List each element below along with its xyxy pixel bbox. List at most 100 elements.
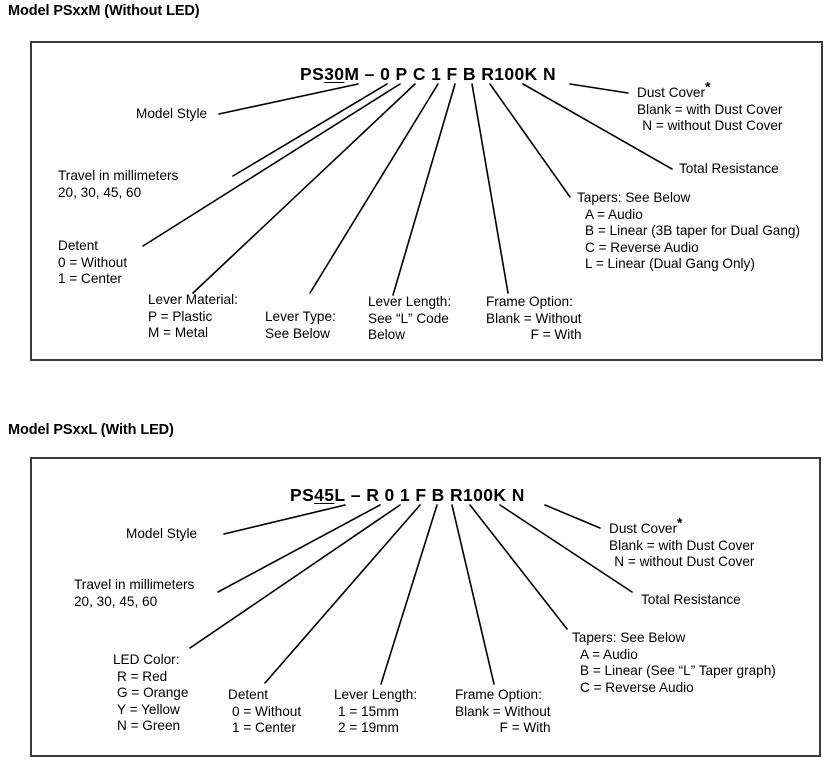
callout-tapers-1: Tapers: See Below A = Audio B = Linear (… [577, 190, 800, 273]
callout-dust-cover-1-title: Dust Cover* [637, 79, 782, 102]
diagram-1-title: Model PSxxM (Without LED) [8, 3, 200, 19]
diagram-2-title: Model PSxxL (With LED) [8, 422, 174, 438]
pn2-field-5: R100K [449, 485, 507, 505]
callout-lever-material-1-label: Lever Material: [148, 292, 238, 307]
pn1-field-7: N [542, 64, 557, 84]
pn1-field-1: P [395, 64, 408, 84]
callout-total-resistance-2: Total Resistance [641, 592, 741, 609]
callout-detent-2-opt1: 0 = Without [232, 703, 302, 719]
callout-detent-1-opt1: 0 = Without [58, 254, 128, 270]
callout-frame-option-1-label: Frame Option: [486, 294, 573, 309]
callout-frame-option-2-opt1: Blank = Without [455, 703, 551, 719]
callout-dust-cover-2-opt2: N = without Dust Cover [614, 554, 755, 569]
callout-frame-option-2-opt2: F = With [499, 720, 551, 735]
callout-dust-cover-1-opt1: Blank = with Dust Cover [637, 101, 783, 117]
callout-frame-option-2-label: Frame Option: [455, 687, 542, 702]
callout-detent-2-opt2: 1 = Center [232, 720, 296, 735]
callout-tapers-1-label: Tapers: See Below [577, 190, 691, 205]
pn1-field-2: C [412, 64, 426, 84]
pn1-suffix: M [344, 64, 360, 84]
pn1-prefix: PS [300, 64, 325, 84]
callout-dust-cover-2-label: Dust Cover [609, 521, 677, 536]
callout-dust-cover-2-opt1: Blank = with Dust Cover [609, 537, 755, 553]
pn1-dash: – [364, 64, 375, 84]
pn1-field-3: 1 [431, 64, 442, 84]
callout-led-color-2-label: LED Color: [113, 652, 180, 667]
diagram-2-part-number: PS45L – R 0 1 F B R100K N [290, 485, 525, 506]
pn1-field-4: F [446, 64, 458, 84]
callout-detent-2-label: Detent [228, 687, 269, 702]
callout-led-color-2-opt2: G = Orange [117, 685, 189, 700]
callout-lever-length-2-label: Lever Length: [334, 687, 418, 702]
callout-frame-option-1-opt2: F = With [530, 327, 582, 342]
callout-led-color-2-opt4: N = Green [117, 718, 181, 733]
footnote-asterisk-icon: * [705, 78, 711, 95]
callout-lever-length-1-label: Lever Length: [368, 294, 452, 309]
callout-led-color-2-opt1: R = Red [117, 668, 168, 684]
callout-tapers-1-opt4: L = Linear (Dual Gang Only) [585, 256, 755, 271]
callout-travel-2-label: Travel in millimeters [74, 577, 195, 592]
pn2-dash: – [350, 485, 361, 505]
footnote-asterisk-icon-2: * [677, 514, 683, 531]
callout-dust-cover-1-label: Dust Cover [637, 85, 705, 100]
callout-tapers-2-opt3: C = Reverse Audio [580, 679, 694, 695]
pn1-travel: 30 [324, 64, 345, 84]
callout-dust-cover-2-title: Dust Cover* [609, 515, 754, 538]
callout-tapers-2-label: Tapers: See Below [572, 630, 686, 645]
callout-tapers-1-opt1: A = Audio [585, 206, 643, 222]
diagram-1-part-number: PS30M – 0 P C 1 F B R100K N [300, 64, 556, 85]
pn2-field-6: N [511, 485, 525, 505]
callout-tapers-2-opt1: A = Audio [580, 646, 638, 662]
callout-model-style-2-label: Model Style [126, 526, 198, 541]
pn2-suffix: L [334, 485, 346, 505]
callout-total-resistance-1-label: Total Resistance [679, 161, 779, 176]
callout-lever-type-1-opt1: See Below [265, 325, 330, 341]
pn2-travel: 45 [314, 485, 335, 505]
callout-lever-length-2-opt2: 2 = 19mm [338, 720, 399, 735]
callout-travel-2-values: 20, 30, 45, 60 [74, 593, 158, 609]
callout-lever-type-1-label: Lever Type: [265, 309, 336, 324]
callout-dust-cover-1: Dust Cover* Blank = with Dust Cover N = … [637, 79, 783, 135]
pn1-field-6: R100K [481, 64, 538, 84]
callout-led-color-2-opt3: Y = Yellow [117, 701, 180, 717]
callout-model-style-1-label: Model Style [136, 106, 208, 121]
callout-lever-material-1: Lever Material: P = Plastic M = Metal [148, 292, 238, 342]
callout-detent-1: Detent 0 = Without 1 = Center [58, 238, 127, 288]
pn2-prefix: PS [290, 485, 315, 505]
pn1-field-0: 0 [380, 64, 391, 84]
pn2-field-2: 1 [399, 485, 411, 505]
callout-travel-1-values: 20, 30, 45, 60 [58, 184, 142, 200]
callout-model-style-2: Model Style [126, 526, 197, 543]
callout-travel-1: Travel in millimeters 20, 30, 45, 60 [58, 168, 178, 201]
callout-lever-type-1: Lever Type: See Below [265, 309, 336, 342]
callout-tapers-2-opt2: B = Linear (See “L” Taper graph) [580, 663, 776, 678]
callout-lever-material-1-opt1: P = Plastic [148, 308, 213, 324]
callout-total-resistance-1: Total Resistance [679, 161, 779, 178]
pn2-field-0: R [366, 485, 380, 505]
callout-frame-option-1: Frame Option: Blank = Without F = With [486, 294, 582, 344]
callout-lever-length-1-opt2: Below [368, 327, 406, 342]
callout-dust-cover-1-opt2: N = without Dust Cover [642, 118, 783, 133]
callout-lever-material-1-opt2: M = Metal [148, 325, 209, 340]
callout-lever-length-1-opt1: See “L” Code [368, 310, 449, 326]
callout-total-resistance-2-label: Total Resistance [641, 592, 741, 607]
callout-lever-length-1: Lever Length: See “L” Code Below [368, 294, 451, 344]
callout-dust-cover-2: Dust Cover* Blank = with Dust Cover N = … [609, 515, 755, 571]
callout-frame-option-2: Frame Option: Blank = Without F = With [455, 687, 551, 737]
pn2-field-4: B [431, 485, 445, 505]
callout-tapers-1-opt3: C = Reverse Audio [585, 239, 699, 255]
callout-detent-2: Detent 0 = Without 1 = Center [228, 687, 301, 737]
callout-model-style-1: Model Style [136, 106, 207, 123]
callout-detent-1-opt2: 1 = Center [58, 271, 122, 286]
callout-led-color-2: LED Color: R = Red G = Orange Y = Yellow… [113, 652, 188, 735]
callout-frame-option-1-opt1: Blank = Without [486, 310, 582, 326]
callout-travel-2: Travel in millimeters 20, 30, 45, 60 [74, 577, 194, 610]
pn2-field-1: 0 [384, 485, 395, 505]
callout-travel-1-label: Travel in millimeters [58, 168, 179, 183]
pn2-field-3: F [415, 485, 427, 505]
pn1-field-5: B [462, 64, 476, 84]
callout-lever-length-2-opt1: 1 = 15mm [338, 703, 399, 719]
callout-detent-1-label: Detent [58, 238, 99, 253]
callout-tapers-1-opt2: B = Linear (3B taper for Dual Gang) [585, 223, 800, 238]
